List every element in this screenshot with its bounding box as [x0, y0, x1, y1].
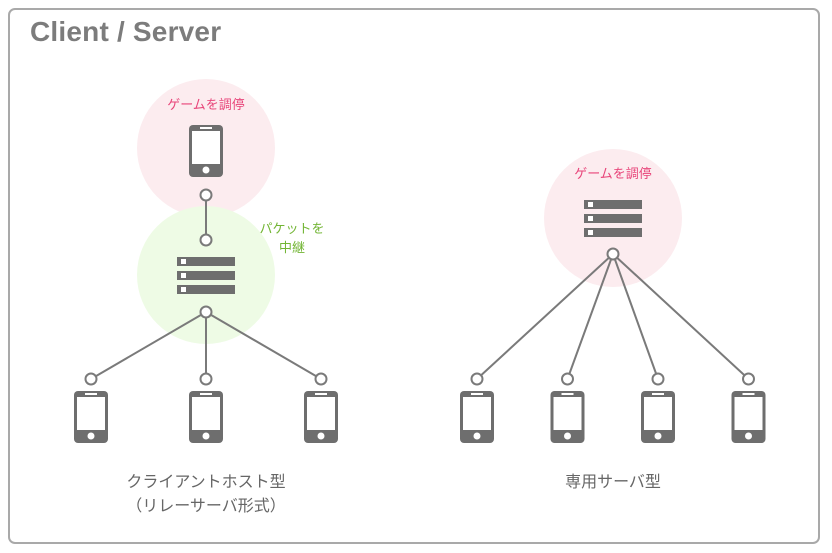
relay-out-node: [199, 305, 213, 319]
client-node: [199, 372, 213, 386]
client-node: [84, 372, 98, 386]
client-node: [561, 372, 574, 386]
client-smartphone-icon: [731, 391, 766, 443]
client-node: [742, 372, 755, 386]
right-caption: 専用サーバ型: [565, 472, 661, 491]
connection-line: [612, 253, 659, 380]
client-smartphone-icon: [189, 391, 223, 443]
left-caption-line2: （リレーサーバ形式）: [126, 496, 286, 515]
server-arbitrate-label: ゲームを調停: [574, 167, 652, 182]
connection-line: [476, 253, 614, 380]
client-smartphone-icon: [550, 391, 585, 443]
client-smartphone-icon: [460, 391, 494, 443]
left-caption-line1: クライアントホスト型: [126, 472, 286, 491]
connection-line: [566, 253, 614, 380]
host-arbitrate-label: ゲームを調停: [167, 98, 245, 113]
client-smartphone-icon: [304, 391, 338, 443]
connection-line: [90, 311, 207, 380]
host-node: [199, 188, 213, 202]
client-smartphone-icon: [641, 391, 675, 443]
dedicated-server-icon: [584, 200, 642, 237]
relay-server-icon: [177, 257, 235, 294]
client-node: [314, 372, 328, 386]
server-hub-node: [606, 247, 620, 261]
relay-label-line1: パケットを: [259, 222, 325, 237]
host-smartphone-icon: [189, 125, 223, 177]
relay-in-node: [199, 233, 213, 247]
connection-line: [205, 311, 322, 380]
client-node: [651, 372, 665, 386]
connection-line: [612, 253, 750, 380]
client-node: [470, 372, 484, 386]
relay-label-line2: 中継: [278, 241, 305, 256]
diagram-title: Client / Server: [30, 16, 222, 47]
client-smartphone-icon: [74, 391, 108, 443]
